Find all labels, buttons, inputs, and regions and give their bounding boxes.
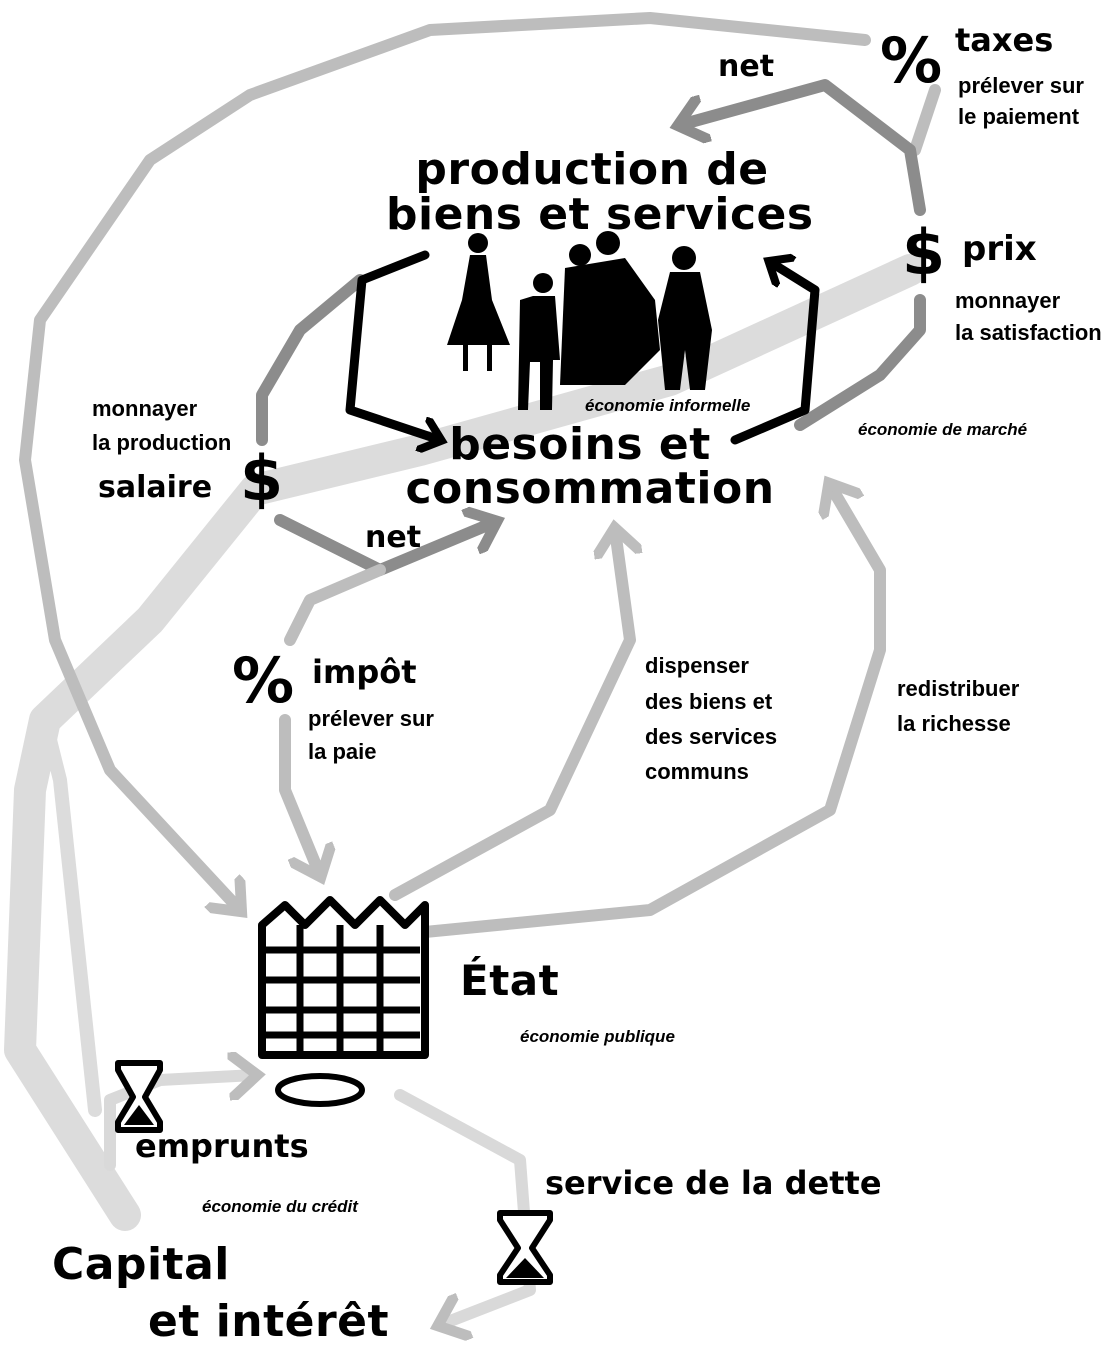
capital-title-line1: Capital: [52, 1239, 230, 1290]
people-group-icon: [447, 231, 712, 410]
impot-label: impôt: [312, 653, 417, 691]
prix-line: [794, 294, 926, 431]
percent-icon: %: [880, 24, 943, 97]
redistribuer-line2: la richesse: [897, 711, 1011, 736]
dollar-icon: $: [240, 442, 284, 515]
taxes-to-etat-line: [19, 12, 871, 910]
capital-title-line2: et intérêt: [148, 1296, 390, 1346]
service-dette-label: service de la dette: [545, 1164, 882, 1202]
prix-sub1: monnayer: [955, 288, 1061, 313]
prix-label: prix: [962, 229, 1037, 269]
taxes-label: taxes: [955, 21, 1054, 59]
dispenser-line3: des services: [645, 724, 778, 749]
economie-informelle-label: économie informelle: [585, 396, 751, 415]
production-title-line1: production de: [415, 144, 769, 195]
production-to-besoins-arrow: [345, 250, 440, 440]
net-top-label: net: [718, 49, 775, 84]
salaire-sub2: la production: [92, 430, 232, 455]
besoins-title-line2: consommation: [405, 463, 775, 514]
impot-up-line: [284, 564, 386, 646]
dispenser-line1: dispenser: [645, 653, 749, 678]
net-bottom-label: net: [365, 520, 422, 555]
taxes-sub1: prélever sur: [958, 73, 1084, 98]
dispenser-line2: des biens et: [645, 689, 773, 714]
percent-icon: %: [232, 644, 295, 717]
hourglass-icon: [497, 1210, 553, 1285]
dollar-icon: $: [902, 216, 946, 289]
economie-du-credit-label: économie du crédit: [202, 1197, 358, 1216]
redistribuer-arrow: [419, 485, 886, 938]
besoins-to-production-arrow: [730, 262, 820, 445]
economie-de-marche-label: économie de marché: [858, 420, 1028, 439]
impot-sub1: prélever sur: [308, 706, 434, 731]
net-top-arrow: [680, 79, 926, 216]
emprunts-label: emprunts: [135, 1127, 309, 1165]
besoins-title-line1: besoins et: [449, 419, 711, 470]
impot-down-arrow: [279, 714, 320, 875]
production-title-line2: biens et services: [386, 189, 814, 240]
salaire-sub1: monnayer: [92, 396, 198, 421]
dispenser-line4: communs: [645, 759, 749, 784]
hourglass-icon: [115, 1060, 163, 1133]
economie-publique-label: économie publique: [520, 1027, 675, 1046]
coin-slot-icon: [275, 1073, 365, 1107]
etat-title: État: [460, 956, 560, 1005]
impot-sub2: la paie: [308, 739, 377, 764]
taxes-sub2: le paiement: [958, 104, 1080, 129]
salaire-line: [256, 274, 366, 446]
capital-flow-line: [4, 254, 926, 1231]
dispenser-arrow: [389, 530, 630, 901]
castle-icon: [258, 896, 429, 1059]
prix-sub2: la satisfaction: [955, 320, 1102, 345]
salaire-label: salaire: [98, 470, 213, 505]
redistribuer-line1: redistribuer: [897, 676, 1020, 701]
capital-outer-line: [38, 713, 102, 1117]
